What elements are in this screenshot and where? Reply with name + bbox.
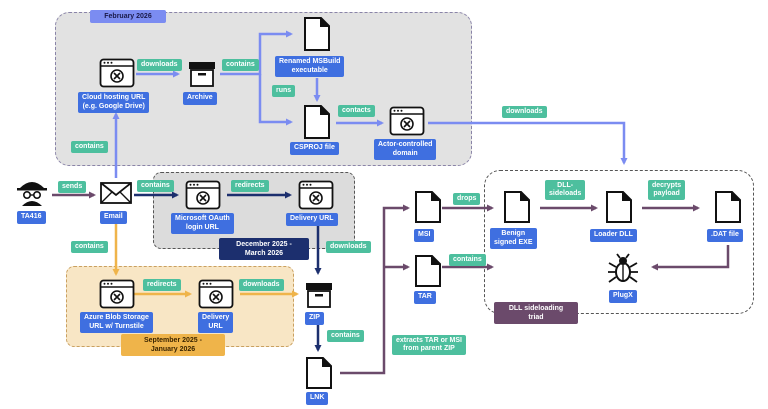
region-september-label: September 2025 - January 2026: [121, 334, 225, 356]
edge-label-sends: sends: [58, 181, 87, 193]
edge-label-contains-cloud: contains: [71, 141, 108, 153]
edge-label-downloads-archive: downloads: [137, 59, 182, 71]
archive-box-icon: [189, 62, 215, 87]
node-label-cloud: Cloud hosting URL (e.g. Google Drive): [78, 92, 150, 113]
lnk-file-icon: [306, 357, 332, 389]
edge-label-downloads-domain: downloads: [502, 106, 547, 118]
edge-label-contains-archive: contains: [222, 59, 259, 71]
bug-icon: [608, 253, 638, 283]
node-label-archive: Archive: [183, 92, 217, 105]
csproj-file-icon: [304, 105, 330, 139]
envelope-icon: [100, 182, 132, 204]
zip-box-icon: [306, 283, 332, 308]
node-label-tar: TAR: [414, 291, 436, 304]
edge-archive-csproj: [258, 74, 293, 126]
edge-label-redirects-dec: redirects: [231, 180, 269, 192]
delivery-browser-icon: [298, 180, 334, 210]
node-label-lnk: LNK: [306, 392, 329, 405]
msi-file-icon: [415, 191, 441, 223]
edge-label-drops: drops: [453, 193, 481, 205]
edge-dat-plugx: [651, 245, 730, 271]
edge-label-contains-azure: contains: [71, 241, 108, 253]
edge-label-decrypts: decrypts payload: [648, 180, 686, 200]
node-label-azure: Azure Blob Storage URL w/ Turnstile: [80, 312, 153, 333]
delivery-sep-browser-icon: [198, 279, 234, 309]
node-label-benign-exe: Benign signed EXE: [490, 228, 537, 249]
node-label-actor-domain: Actor-controlled domain: [374, 139, 437, 160]
edge-label-downloads-sep: downloads: [239, 279, 284, 291]
edge-label-downloads-dec: downloads: [326, 241, 371, 253]
edge-label-extracts: extracts TAR or MSI from parent ZIP: [392, 335, 466, 355]
dll-file-icon: [606, 191, 632, 223]
node-label-dat: .DAT file: [707, 229, 743, 242]
edge-label-redirects-sep: redirects: [143, 279, 181, 291]
tar-file-icon: [415, 255, 441, 287]
edge-label-runs: runs: [272, 85, 296, 97]
exe-file-icon: [504, 191, 530, 223]
edge-domain-plugx: [428, 121, 628, 165]
region-dll-label: DLL sideloading triad: [494, 302, 578, 324]
edge-archive-msbuild: [220, 30, 293, 76]
edge-label-contains-tar: contains: [449, 254, 486, 266]
oauth-browser-icon: [185, 180, 221, 210]
node-label-csproj: CSPROJ file: [290, 142, 339, 155]
edge-lnk-msi: [340, 204, 410, 375]
dat-file-icon: [715, 191, 741, 223]
azure-browser-icon: [99, 279, 135, 309]
node-label-loader-dll: Loader DLL: [590, 229, 637, 242]
edge-label-dll-sideloads: DLL- sideloads: [545, 180, 586, 200]
node-label-msi: MSI: [414, 229, 435, 242]
cloud-hosting-browser-icon: [99, 58, 135, 88]
spy-icon: [17, 182, 47, 206]
edge-label-contains-lnk: contains: [327, 330, 364, 342]
node-label-email: Email: [100, 211, 127, 224]
edge-label-contains-oauth: contains: [137, 180, 174, 192]
node-label-ta416: TA416: [17, 211, 46, 224]
node-label-delivery-sep: Delivery URL: [198, 312, 234, 333]
node-label-oauth: Microsoft OAuth login URL: [171, 213, 234, 234]
region-dll-sideloading: [484, 170, 754, 314]
region-february-label: February 2026: [90, 10, 166, 23]
msbuild-file-icon: [304, 17, 330, 51]
node-label-zip: ZIP: [305, 312, 324, 325]
node-label-plugx: PlugX: [609, 290, 637, 303]
edge-label-contacts: contacts: [338, 105, 375, 117]
region-december-label: December 2025 - March 2026: [219, 238, 309, 260]
actor-domain-browser-icon: [389, 106, 425, 136]
node-label-delivery-dec: Delivery URL: [286, 213, 338, 226]
node-label-msbuild: Renamed MSBuild executable: [275, 56, 345, 77]
